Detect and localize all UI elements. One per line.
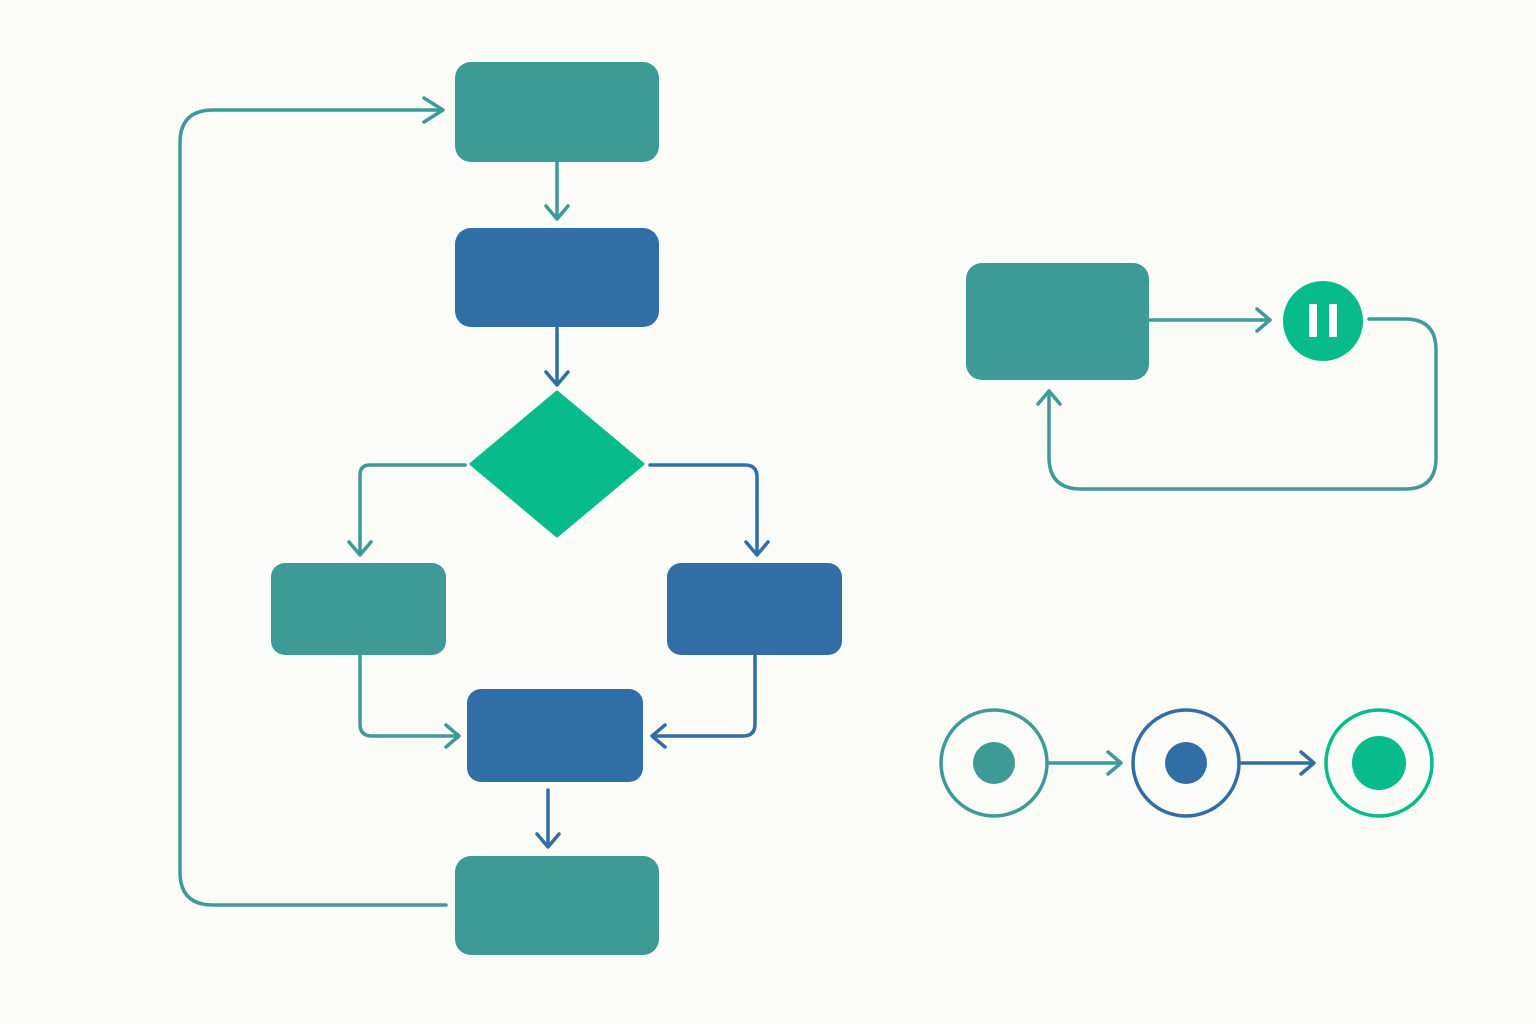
right-branch-node[interactable]: [667, 563, 842, 655]
state-1-dot: [973, 742, 1015, 784]
arrowhead-icon: [744, 540, 770, 557]
state-1-node[interactable]: [939, 708, 1049, 818]
merge-process-node[interactable]: [467, 689, 643, 782]
edge-decision-to-left: [347, 463, 467, 557]
arrowhead-icon: [535, 832, 561, 849]
edge-bottom-to-top-loop: [178, 96, 448, 907]
edge-process-to-pause: [1148, 307, 1272, 333]
state-3-ring: [1324, 708, 1434, 818]
state-2-ring: [1131, 708, 1241, 818]
edge-pause-to-process: [1036, 317, 1438, 491]
pause-node-circle: [1283, 281, 1363, 361]
arrowhead-icon: [1036, 389, 1062, 406]
top-process-node[interactable]: [455, 62, 659, 162]
arrowhead-icon: [544, 204, 570, 221]
edge-decision-to-right: [648, 463, 770, 557]
loop-process-node[interactable]: [966, 263, 1149, 380]
state-3-dot: [1352, 736, 1406, 790]
state-2-dot: [1165, 742, 1207, 784]
edge-second-to-decision: [544, 326, 570, 387]
arrowhead-icon: [544, 370, 570, 387]
pause-node[interactable]: [1283, 281, 1363, 361]
arrowhead-icon: [1299, 750, 1316, 776]
arrowhead-icon: [1255, 307, 1272, 333]
arrowhead-icon: [444, 723, 461, 749]
arrowhead-icon: [1106, 750, 1123, 776]
arrowhead-icon: [347, 540, 373, 557]
edge-right-to-merge: [650, 654, 757, 749]
left-branch-node[interactable]: [271, 563, 446, 655]
decision-node[interactable]: [469, 390, 645, 538]
loop-diagram: [966, 263, 1438, 491]
second-process-node[interactable]: [455, 228, 659, 327]
flowchart-edges: [178, 96, 770, 907]
state-1-ring: [939, 708, 1049, 818]
flowchart-nodes: [271, 62, 842, 955]
state-3-node[interactable]: [1324, 708, 1434, 818]
arrowhead-icon: [650, 723, 667, 749]
edge-state2-to-state3: [1239, 750, 1316, 776]
edge-top-to-second: [544, 161, 570, 221]
edge-left-to-merge: [358, 654, 461, 749]
state-sequence: [939, 708, 1434, 818]
edge-state1-to-state2: [1046, 750, 1123, 776]
bottom-process-node[interactable]: [455, 856, 659, 955]
pause-icon: [1309, 304, 1337, 337]
edge-merge-to-bottom: [535, 788, 561, 849]
arrowhead-icon: [422, 96, 445, 124]
state-2-node[interactable]: [1131, 708, 1241, 818]
